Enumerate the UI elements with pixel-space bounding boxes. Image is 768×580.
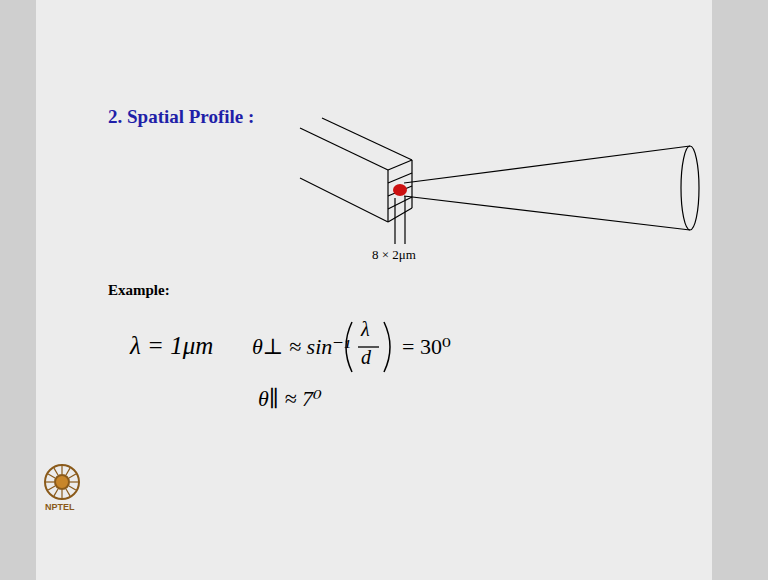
formula-numerator: λ: [361, 318, 370, 341]
formula-left: θ⊥ ≈ sin⁻¹: [252, 334, 350, 360]
formula-result: = 30⁰: [402, 334, 451, 360]
wavelength-value: λ = 1μm: [130, 332, 213, 360]
dimension-label: 8 × 2μm: [372, 247, 416, 263]
example-heading: Example:: [108, 282, 170, 299]
logo-text: NPTEL: [45, 502, 75, 512]
slide-title: 2. Spatial Profile :: [108, 106, 254, 128]
formula-denominator: d: [361, 346, 371, 369]
angle-parallel: θ∥ ≈ 7⁰: [258, 386, 322, 412]
